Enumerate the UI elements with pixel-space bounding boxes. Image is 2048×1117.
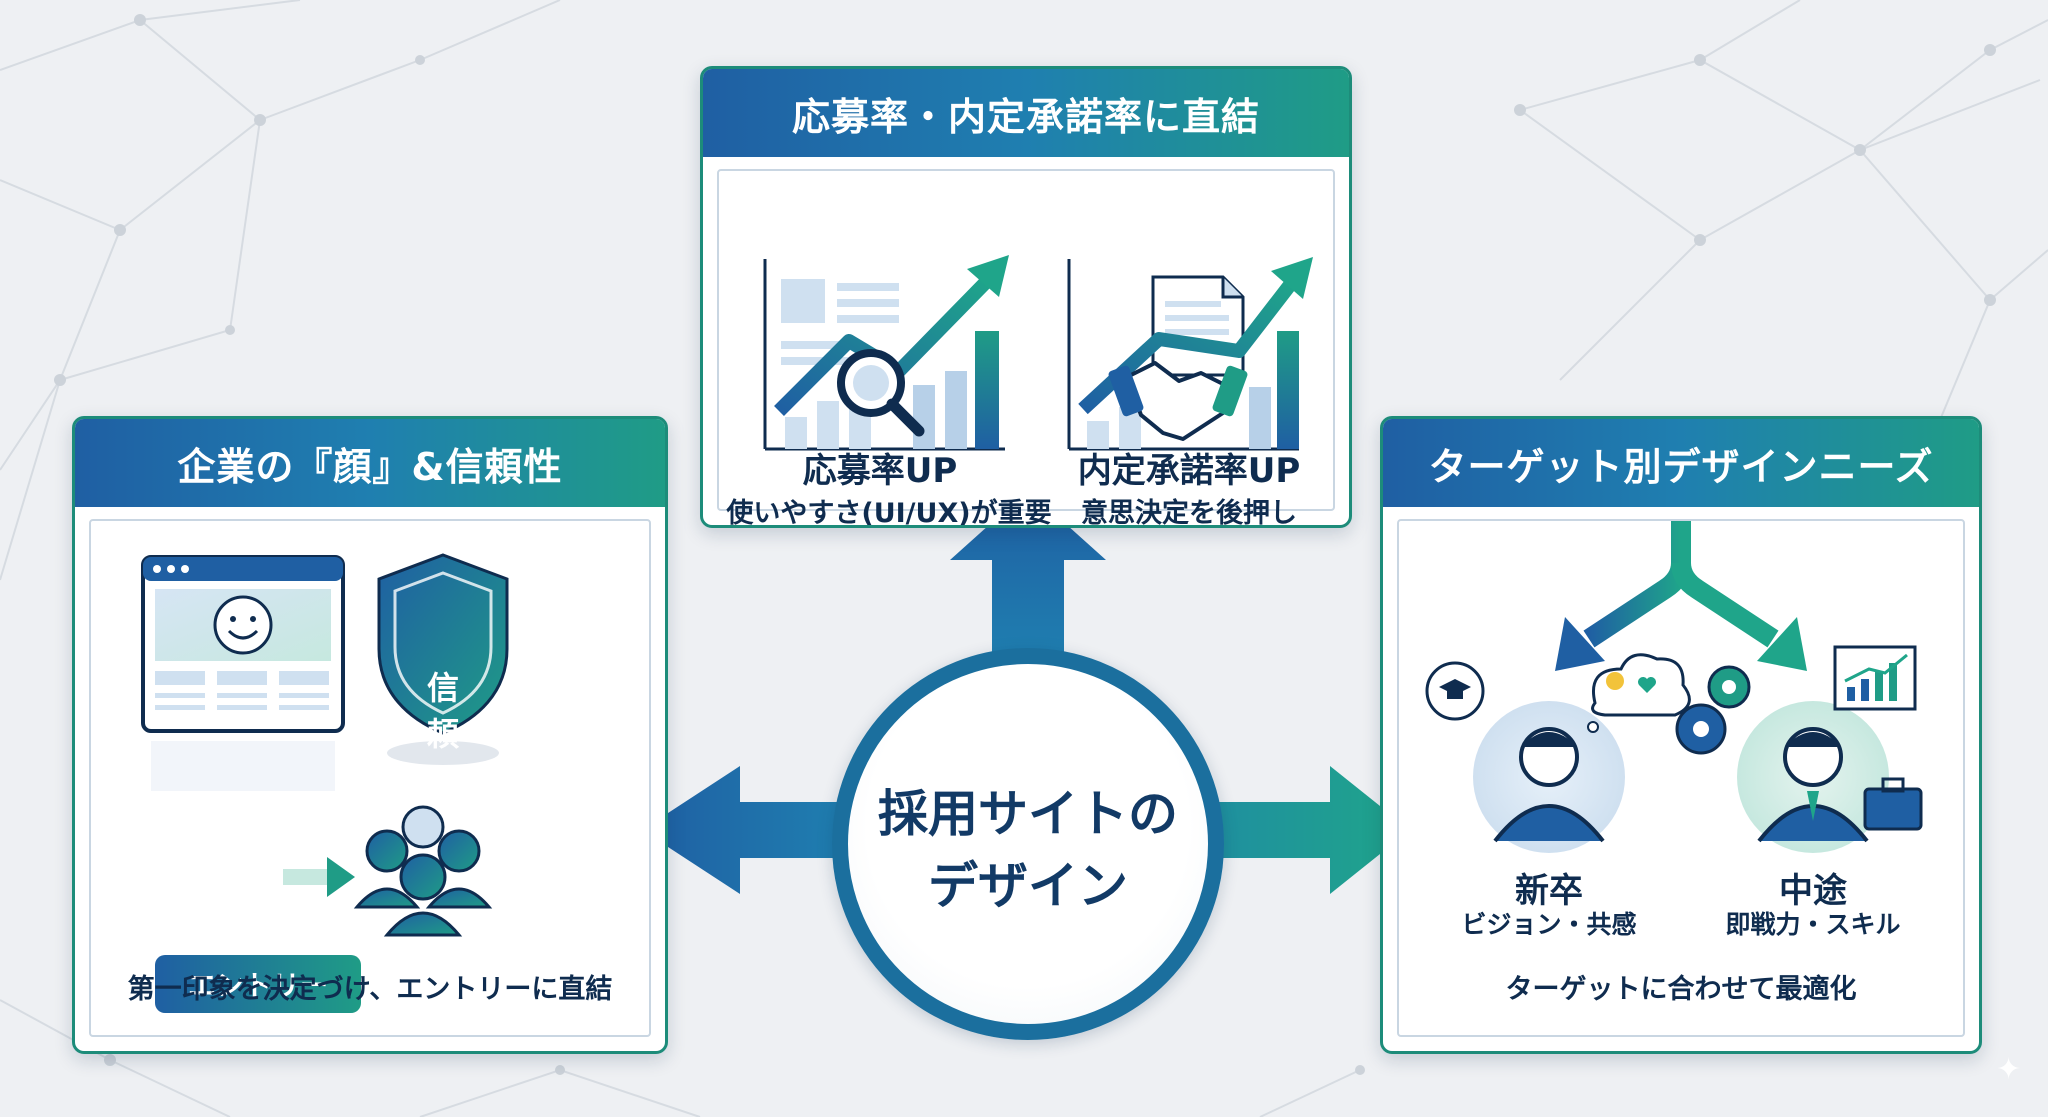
panel-target-needs-body: 新卒 ビジョン・共感 中途 即戦力・スキル ターゲットに合わせて最適化 [1397, 519, 1965, 1037]
panel-target-needs: ターゲット別デザインニーズ [1380, 416, 1982, 1054]
shield-label: 信頼 [426, 669, 459, 753]
panel-conversion: 応募率・内定承諾率に直結 [700, 66, 1352, 528]
application-rate-subtitle: 使いやすさ(UI/UX)が重要 [726, 498, 1052, 528]
shield-trust-icon [377, 553, 509, 765]
entry-button[interactable]: エントリー [155, 955, 361, 1013]
target-needs-caption: ターゲットに合わせて最適化 [1505, 974, 1857, 1005]
offer-acceptance-chart-icon [1067, 257, 1313, 451]
new-graduate-avatar-icon [1425, 653, 1691, 853]
offer-acceptance-title: 内定承諾率UP [1077, 451, 1301, 491]
hub-title: 採用サイトの デザイン [878, 785, 1178, 915]
split-arrow-icon [1555, 521, 1807, 671]
application-rate-chart-icon [763, 255, 1009, 451]
brand-trust-caption: 第一印象を決定づけ、エントリーに直結 [127, 974, 613, 1005]
mid-career-subtitle: 即戦力・スキル [1725, 910, 1901, 939]
offer-acceptance-subtitle: 意思決定を後押し [1081, 498, 1297, 528]
new-graduate-title: 新卒 [1515, 871, 1583, 911]
arrow-right [1208, 766, 1410, 894]
hub-circle: 採用サイトの デザイン [832, 648, 1224, 1040]
panel-brand-trust: 企業の『顔』&信頼性 [72, 416, 668, 1054]
brand-trust-illustrations [141, 553, 509, 937]
mid-career-title: 中途 [1779, 871, 1847, 911]
panel-conversion-body: 応募率UP 使いやすさ(UI/UX)が重要 内定承諾率UP 意思決定を後押し [717, 169, 1335, 525]
target-needs-illustrations [1425, 521, 1923, 853]
conversion-illustrations [763, 255, 1313, 451]
arrow-up [950, 490, 1106, 660]
sparkle-icon: ✦ [1996, 1052, 2022, 1087]
arrow-left [642, 766, 848, 894]
panel-brand-trust-title: 企業の『顔』&信頼性 [75, 419, 665, 507]
people-group-icon [353, 805, 493, 937]
panel-conversion-title: 応募率・内定承諾率に直結 [703, 69, 1349, 157]
panel-target-needs-title: ターゲット別デザインニーズ [1383, 419, 1979, 507]
application-rate-title: 応募率UP [802, 451, 958, 491]
entry-arrow-icon [283, 857, 355, 897]
new-graduate-subtitle: ビジョン・共感 [1461, 910, 1637, 939]
website-face-icon [141, 555, 345, 791]
mid-career-avatar-icon [1675, 645, 1923, 853]
panel-brand-trust-body: 信頼 エントリー 第一印象を決定づけ、エントリーに直結 [89, 519, 651, 1037]
